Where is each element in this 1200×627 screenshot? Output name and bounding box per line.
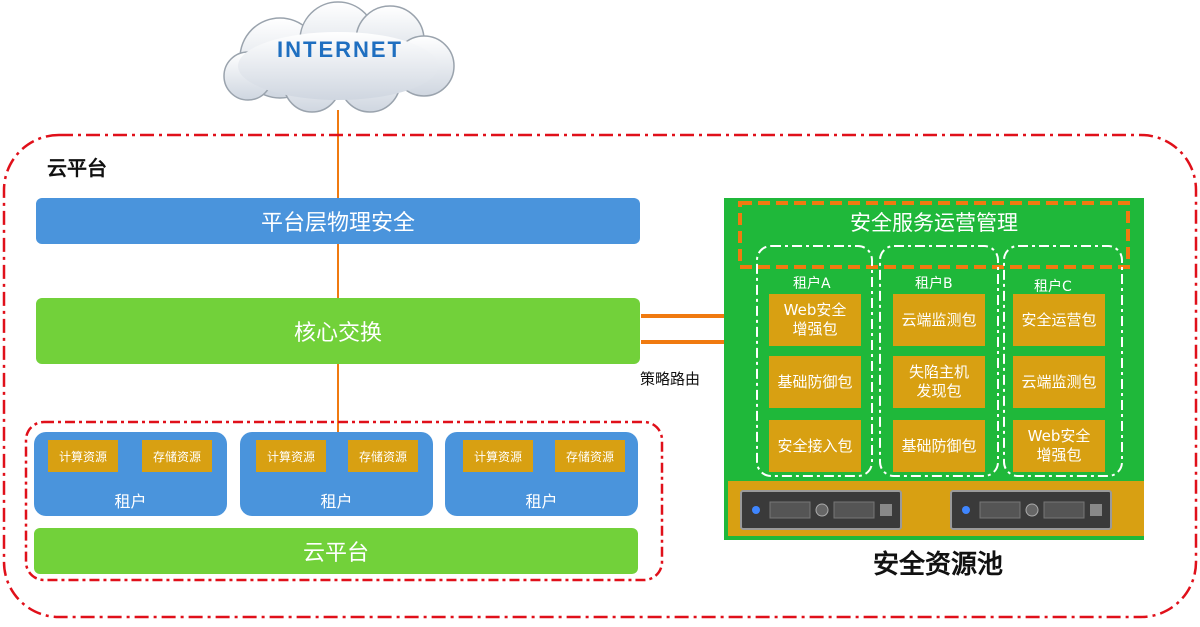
core-switch-label: 核心交换	[293, 321, 382, 346]
internet-label: INTERNET	[277, 37, 403, 62]
tenant-label: 租户	[114, 492, 147, 511]
storage-resource: 存储资源	[348, 440, 418, 472]
security-package: 云端监测包	[893, 294, 985, 346]
cloud-icon	[223, 1, 455, 113]
policy-route-label: 策略路由	[640, 370, 701, 388]
compute-resource: 计算资源	[48, 440, 118, 472]
compute-resource: 计算资源	[256, 440, 326, 472]
tenant-a-label: 租户A	[793, 276, 831, 292]
platform-title: 云平台	[47, 156, 107, 180]
tenant-b-label: 租户B	[915, 276, 953, 292]
service-management-title: 安全服务运营管理	[850, 211, 1018, 235]
security-package: 安全运营包	[1013, 294, 1105, 346]
security-package: 基础防御包	[769, 356, 861, 408]
resource-pool-title: 安全资源池	[872, 550, 1003, 580]
tenant-c-label: 租户C	[1034, 279, 1072, 295]
server-icon	[740, 490, 902, 530]
core-switch-bar: 核心交换	[36, 298, 640, 364]
server-icon	[950, 490, 1112, 530]
tenant-label: 租户	[320, 492, 353, 511]
tenant-box: 计算资源 存储资源 租户	[445, 432, 638, 516]
storage-resource: 存储资源	[142, 440, 212, 472]
platform-outer-frame	[2, 133, 1198, 619]
security-package: 安全接入包	[769, 420, 861, 472]
storage-resource: 存储资源	[555, 440, 625, 472]
security-package: Web安全 增强包	[769, 294, 861, 346]
physical-security-bar: 平台层物理安全	[36, 198, 640, 244]
tenant-area-frame	[24, 420, 664, 582]
tenant-c-frame	[1003, 245, 1123, 477]
cloud-platform-bar: 云平台	[34, 528, 638, 574]
service-mgmt-frame	[738, 201, 1130, 269]
tenant-label: 租户	[525, 492, 558, 511]
physical-security-label: 平台层物理安全	[260, 211, 415, 236]
security-package: 基础防御包	[893, 420, 985, 472]
tenant-box: 计算资源 存储资源 租户	[34, 432, 227, 516]
security-package: 失陷主机 发现包	[893, 356, 985, 408]
security-package: Web安全 增强包	[1013, 420, 1105, 472]
compute-resource: 计算资源	[463, 440, 533, 472]
tenant-box: 计算资源 存储资源 租户	[240, 432, 433, 516]
security-package: 云端监测包	[1013, 356, 1105, 408]
tenant-a-frame	[756, 245, 873, 477]
tenant-b-frame	[879, 245, 999, 477]
cloud-platform-label: 云平台	[302, 541, 369, 566]
